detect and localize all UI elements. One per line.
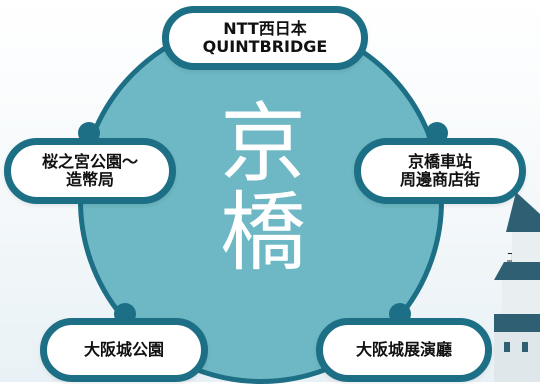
spot-ntt-quintbridge-line2: QUINTBRIDGE [202,37,328,56]
spot-osaka-castle-park[interactable]: 大阪城公園 [40,318,208,382]
spot-sakuranomiya-park[interactable]: 桜之宮公園～ 造幣局 [4,138,176,204]
spot-osaka-castle-hall[interactable]: 大阪城展演廳 [316,318,492,382]
castle-illustration [494,192,540,382]
spot-ntt-quintbridge[interactable]: NTT西日本 QUINTBRIDGE [162,6,368,70]
spot-osaka-castle-hall-label: 大阪城展演廳 [355,339,452,359]
spot-kyobashi-station-shops[interactable]: 京橋車站 周邊商店街 [354,138,526,204]
spot-sakuranomiya-park-line2: 造幣局 [65,170,114,189]
area-title: 京 橋 [198,94,328,284]
spot-kyobashi-station-shops-line1: 京橋車站 [407,151,472,171]
area-title-char-1: 京 [220,94,306,194]
spot-kyobashi-station-shops-line2: 周邊商店街 [399,170,480,189]
spot-ntt-quintbridge-line1: NTT西日本 [223,18,307,38]
spot-osaka-castle-park-label: 大阪城公園 [83,339,164,359]
spot-sakuranomiya-park-line1: 桜之宮公園～ [41,151,138,171]
area-title-char-2: 橋 [220,183,306,284]
